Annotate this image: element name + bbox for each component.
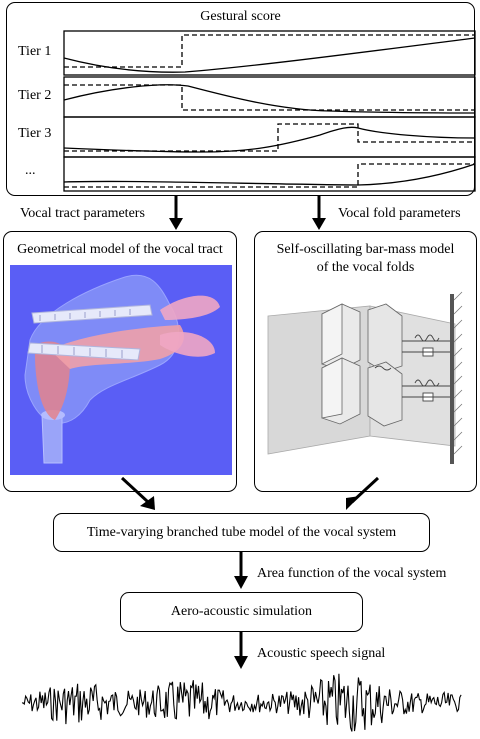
tier-3-trajectory [63,126,476,153]
tube-model-label: Time-varying branched tube model of the … [86,525,397,540]
vocal-fold-model-title-line1: Self-oscillating bar-mass model [276,242,455,257]
arrow-to-vocal-tract [169,196,183,230]
tier-more-targets [64,163,475,188]
tier-1-frame [63,30,476,76]
tube-model-box [53,513,430,552]
tier-1-targets [64,34,475,68]
arrow-to-speech-signal [234,632,248,669]
tier-2-targets [64,84,475,111]
tier-more-trajectory [63,163,476,186]
arrow-vocal-tract-to-tube [120,476,155,510]
acoustic-signal-label: Acoustic speech signal [257,646,386,661]
arrow-to-vocal-fold [312,196,326,230]
lower-teeth [27,342,141,361]
upper-teeth [31,304,153,324]
vocal-tract-model-title: Geometrical model of the vocal tract [17,242,223,257]
tier-more-label: ... [25,163,36,178]
arrow-to-aero-acoustic [234,552,248,589]
tier-1-trajectory [63,37,476,73]
bar-mass-model-drawing [267,291,463,464]
tier-1-label: Tier 1 [18,44,52,59]
tier-3-targets [64,123,475,152]
fixed-wall [450,294,454,464]
lower-mass-right [367,361,403,427]
vocal-fold-parameters-label: Vocal fold parameters [338,206,461,221]
trachea [41,414,63,464]
lower-lip [160,331,215,357]
tier-2-trajectory [63,84,476,114]
gestural-score-tiers [63,30,476,192]
tongue [50,325,184,369]
gestural-score-title: Gestural score [200,9,281,24]
arrow-vocal-fold-to-tube [346,476,380,510]
area-function-label: Area function of the vocal system [257,566,447,581]
pharynx [34,341,70,420]
vocal-tract-parameters-label: Vocal tract parameters [20,206,145,221]
upper-lip [160,295,220,320]
tier-2-frame [63,76,476,118]
tier-3-label: Tier 3 [18,126,52,141]
vocal-fold-model-title-line2: of the vocal folds [316,260,415,275]
upper-mass-right [367,303,403,373]
tier-2-label: Tier 2 [18,88,52,103]
vocal-tract-rendering [10,265,232,475]
aero-acoustic-label: Aero-acoustic simulation [170,604,313,619]
tier-more-frame [63,156,476,192]
aero-acoustic-box [120,592,363,632]
speech-waveform [21,673,462,732]
